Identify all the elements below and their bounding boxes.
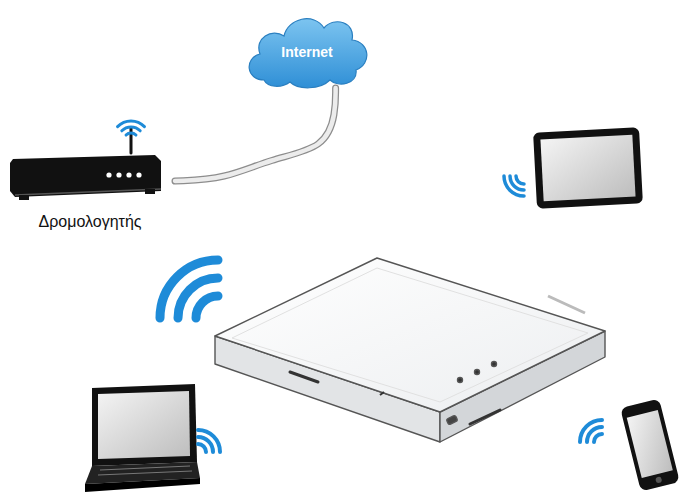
wifi-icon bbox=[504, 176, 524, 196]
wireless-drive bbox=[215, 258, 605, 442]
phone bbox=[620, 398, 680, 491]
wifi-arc bbox=[587, 427, 602, 442]
cloud-outline bbox=[249, 19, 367, 88]
wifi-icon bbox=[118, 121, 145, 135]
wifi-icon bbox=[198, 430, 220, 452]
router-node: Δρομολογητής bbox=[5, 145, 175, 231]
cloud-label: Internet bbox=[281, 38, 332, 60]
wifi-arc bbox=[160, 260, 218, 318]
internet-cloud: Internet bbox=[242, 8, 372, 90]
device-label: Δρομολογητής bbox=[5, 213, 175, 231]
laptop bbox=[85, 384, 200, 492]
wifi-arc bbox=[178, 278, 218, 318]
wifi-arc bbox=[504, 176, 524, 196]
wifi-arc bbox=[580, 420, 602, 442]
tablet bbox=[533, 127, 643, 208]
wifi-arc bbox=[516, 176, 524, 184]
wifi-arc bbox=[126, 133, 136, 135]
wifi-icon bbox=[580, 420, 602, 442]
wifi-arc bbox=[594, 434, 602, 442]
wifi-icon bbox=[160, 260, 218, 318]
wifi-arc bbox=[198, 444, 206, 452]
wifi-arc bbox=[118, 121, 145, 127]
router-figure bbox=[5, 145, 175, 205]
wifi-arc bbox=[196, 296, 218, 318]
wifi-arc bbox=[510, 176, 524, 190]
wifi-arc bbox=[198, 437, 213, 452]
wifi-arc bbox=[122, 127, 140, 131]
wifi-arc bbox=[198, 430, 220, 452]
cable bbox=[175, 88, 336, 181]
router-body bbox=[5, 145, 175, 205]
wifi-signals bbox=[118, 121, 602, 452]
